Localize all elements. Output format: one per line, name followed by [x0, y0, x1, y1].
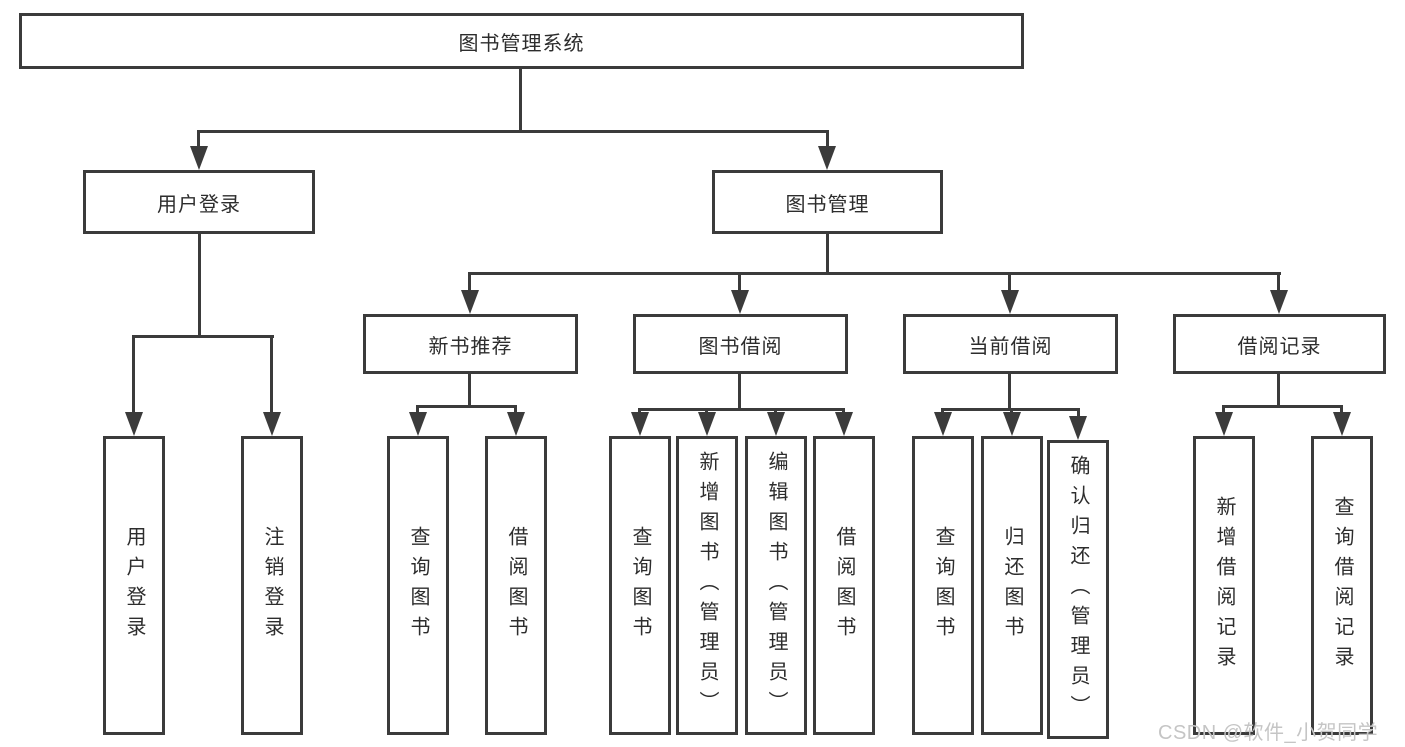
connector-user-login-stem — [198, 234, 201, 337]
node-library-management-system: 图书管理系统 — [19, 13, 1024, 69]
node-label: 图书借阅 — [698, 335, 783, 358]
arrow-down-icon — [125, 412, 143, 436]
arrow-down-icon — [1001, 290, 1019, 314]
arrow-down-icon — [1003, 412, 1021, 436]
arrow-down-icon — [409, 412, 427, 436]
connector-drop-logout-leaf — [270, 335, 273, 415]
connector-drop-current-borrow — [1008, 272, 1011, 292]
arrow-down-icon — [698, 412, 716, 436]
connector-book-mgmt-bar — [469, 272, 1281, 275]
connector-drop-book-mgmt — [826, 130, 829, 150]
node-borrow-records: 借阅记录 — [1173, 314, 1386, 374]
leaf-query-borrow-record: 查询借阅记录 — [1311, 436, 1373, 735]
connector-drop-login-leaf — [132, 335, 135, 415]
arrow-down-icon — [461, 290, 479, 314]
arrow-down-icon — [263, 412, 281, 436]
connector-book-borrow-stem — [738, 374, 741, 410]
leaf-borrow-books: 借阅图书 — [813, 436, 875, 735]
leaf-edit-books-admin: 编辑图书（管理员） — [745, 436, 807, 735]
connector-book-borrow-bar — [639, 408, 845, 411]
connector-drop — [514, 405, 517, 415]
arrow-down-icon — [631, 412, 649, 436]
arrow-down-icon — [507, 412, 525, 436]
connector-drop — [1340, 405, 1343, 415]
node-label: 用户登录 — [157, 193, 241, 216]
arrow-down-icon — [1333, 412, 1351, 436]
leaf-add-books-admin: 新增图书（管理员） — [676, 436, 738, 735]
arrow-down-icon — [1215, 412, 1233, 436]
node-book-borrow: 图书借阅 — [633, 314, 848, 374]
node-current-borrow: 当前借阅 — [903, 314, 1118, 374]
connector-new-book-stem — [468, 374, 471, 407]
leaf-return-books: 归还图书 — [981, 436, 1043, 735]
connector-new-book-bar — [417, 405, 517, 408]
connector-book-mgmt-stem — [826, 234, 829, 275]
connector-root-bar — [197, 130, 829, 133]
leaf-add-borrow-record: 新增借阅记录 — [1193, 436, 1255, 735]
leaf-confirm-return-admin: 确认归还（管理员） — [1047, 440, 1109, 739]
node-new-book-recommend: 新书推荐 — [363, 314, 578, 374]
node-book-management: 图书管理 — [712, 170, 943, 234]
arrow-down-icon — [1270, 290, 1288, 314]
leaf-borrow-books-recommend: 借阅图书 — [485, 436, 547, 735]
arrow-down-icon — [818, 146, 836, 170]
connector-drop-user-login — [197, 130, 200, 150]
arrow-down-icon — [731, 290, 749, 314]
connector-user-login-bar — [133, 335, 274, 338]
connector-drop — [416, 405, 419, 415]
connector-current-borrow-stem — [1008, 374, 1011, 410]
connector-borrow-records-bar — [1223, 405, 1343, 408]
leaf-query-books-borrow: 查询图书 — [609, 436, 671, 735]
leaf-logout: 注销登录 — [241, 436, 303, 735]
arrow-down-icon — [934, 412, 952, 436]
node-user-login: 用户登录 — [83, 170, 315, 234]
node-label: 新书推荐 — [428, 335, 513, 358]
node-label: 借阅记录 — [1237, 335, 1322, 358]
node-label: 当前借阅 — [968, 335, 1053, 358]
csdn-watermark: CSDN @软件_小贺同学 — [1158, 722, 1379, 744]
arrow-down-icon — [835, 412, 853, 436]
leaf-user-login: 用户登录 — [103, 436, 165, 735]
leaf-query-books-recommend: 查询图书 — [387, 436, 449, 735]
arrow-down-icon — [1069, 416, 1087, 440]
connector-drop — [1077, 408, 1080, 420]
connector-root-stem — [519, 69, 522, 132]
connector-drop-book-borrow — [738, 272, 741, 292]
connector-drop — [1222, 405, 1225, 415]
connector-drop-new-book — [468, 272, 471, 292]
arrow-down-icon — [767, 412, 785, 436]
connector-borrow-records-stem — [1277, 374, 1280, 407]
leaf-query-books-current: 查询图书 — [912, 436, 974, 735]
connector-drop-borrow-records — [1277, 272, 1280, 292]
node-label: 图书管理 — [785, 193, 870, 216]
node-label: 图书管理系统 — [458, 32, 585, 55]
arrow-down-icon — [190, 146, 208, 170]
